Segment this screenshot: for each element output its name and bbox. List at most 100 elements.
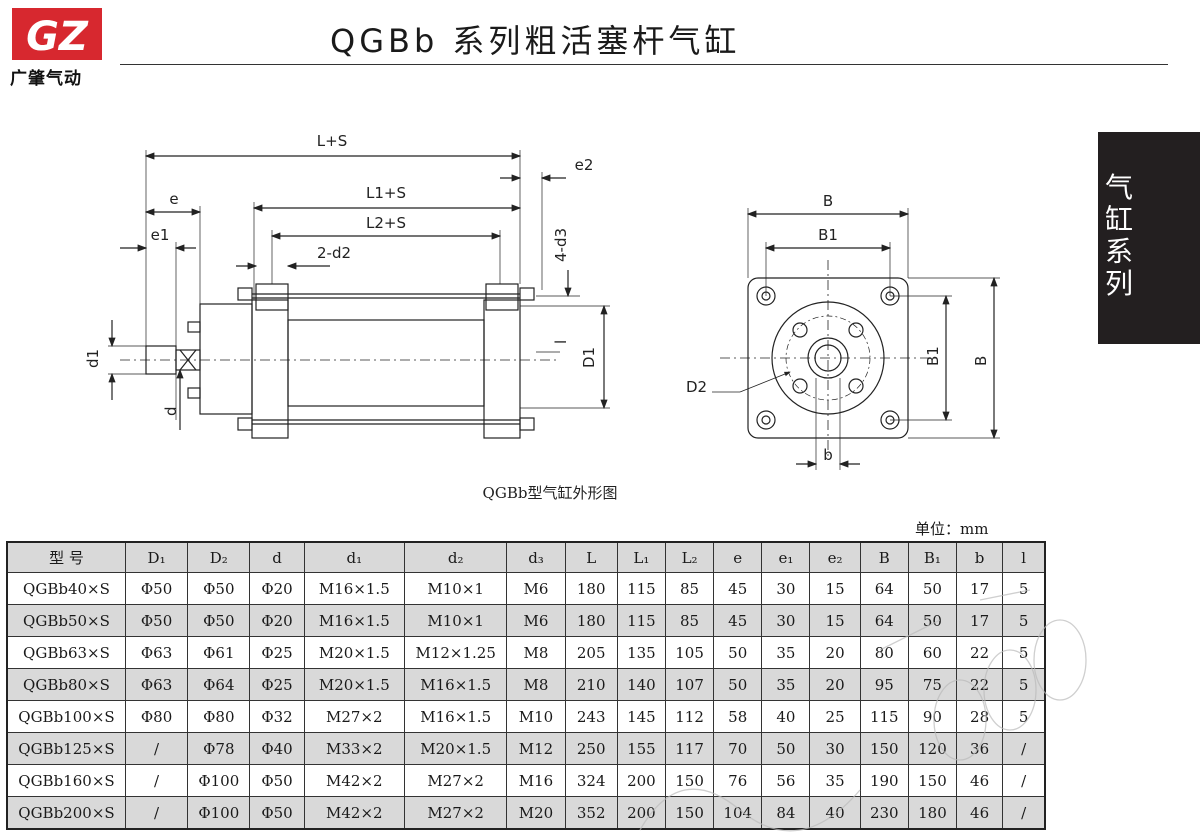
dim-b: b [823, 446, 833, 464]
dim-d: d [162, 406, 180, 416]
table-cell: M27×2 [303, 700, 406, 733]
unit-label: 单位：mm [915, 520, 989, 538]
table-cell: 95 [859, 668, 909, 701]
table-cell: 80 [859, 636, 909, 669]
column-header: d₂ [403, 541, 508, 573]
rear-flange [483, 299, 521, 439]
table-cell: 85 [664, 604, 715, 637]
column-header: B₁ [907, 541, 958, 573]
table-cell: 30 [809, 732, 861, 765]
model-cell: QGBb160×S [6, 764, 126, 797]
table-cell: / [124, 764, 189, 797]
column-header: e [713, 541, 763, 573]
table-cell: Φ50 [124, 572, 189, 605]
table-cell: 205 [564, 636, 618, 669]
table-cell: 58 [713, 700, 763, 733]
table-cell: 90 [907, 700, 958, 733]
table-cell: M12×1.25 [403, 636, 508, 669]
model-cell: QGBb100×S [6, 700, 126, 733]
dim-L2+S: L2+S [366, 214, 406, 232]
table-cell: 145 [616, 700, 666, 733]
table-cell: 20 [809, 636, 861, 669]
table-cell: Φ80 [124, 700, 189, 733]
table-cell: 120 [907, 732, 958, 765]
table-cell: 352 [564, 796, 618, 830]
table-cell: Φ50 [187, 572, 251, 605]
table-cell: 35 [761, 636, 811, 669]
table-cell: 115 [616, 572, 666, 605]
dim-e2: e2 [575, 156, 594, 174]
table-cell: M16×1.5 [303, 604, 406, 637]
column-header: b [956, 541, 1004, 573]
figure-caption: QGBb型气缸外形图 [482, 484, 618, 502]
model-cell: QGBb80×S [6, 668, 126, 701]
column-header: L₂ [664, 541, 715, 573]
table-cell: 30 [761, 572, 811, 605]
column-header: B [859, 541, 909, 573]
table-cell: M16×1.5 [403, 668, 508, 701]
table-cell: 35 [809, 764, 861, 797]
table-cell: Φ100 [187, 764, 251, 797]
table-cell: 15 [809, 572, 861, 605]
table-cell: Φ50 [124, 604, 189, 637]
table-cell: Φ80 [187, 700, 251, 733]
page-title: QGBb 系列粗活塞杆气缸 [330, 22, 741, 60]
side-category-tab: 气缸系列 [1098, 132, 1200, 344]
table-cell: M10 [506, 700, 566, 733]
table-cell: 75 [907, 668, 958, 701]
barrel [287, 319, 485, 407]
table-cell: / [1002, 764, 1046, 797]
table-cell: 46 [956, 796, 1004, 830]
table-cell: Φ20 [249, 572, 305, 605]
table-cell: 150 [907, 764, 958, 797]
table-cell: Φ50 [249, 796, 305, 830]
table-cell: 50 [907, 572, 958, 605]
table-cell: 20 [809, 668, 861, 701]
dim-L+S: L+S [317, 132, 347, 150]
table-cell: M6 [506, 572, 566, 605]
table-cell: 76 [713, 764, 763, 797]
table-cell: 243 [564, 700, 618, 733]
side-tab-label: 气缸系列 [1104, 171, 1133, 300]
table-cell: 15 [809, 604, 861, 637]
column-header: D₁ [124, 541, 189, 573]
dim-e1: e1 [151, 226, 170, 244]
table-cell: 50 [713, 636, 763, 669]
table-cell: 112 [664, 700, 715, 733]
table-cell: 180 [907, 796, 958, 830]
table-cell: 210 [564, 668, 618, 701]
table-cell: M20×1.5 [303, 636, 406, 669]
table-cell: M10×1 [403, 572, 508, 605]
logo-letters: GZ [26, 14, 89, 60]
table-cell: 150 [664, 796, 715, 830]
table-cell: M20×1.5 [303, 668, 406, 701]
port-front [255, 283, 289, 311]
model-cell: QGBb40×S [6, 572, 126, 605]
table-cell: M12 [506, 732, 566, 765]
table-cell: 25 [809, 700, 861, 733]
table-cell: 50 [761, 732, 811, 765]
column-header: 型 号 [6, 541, 126, 573]
table-cell: 64 [859, 572, 909, 605]
table-cell: M42×2 [303, 764, 406, 797]
dim-D1: D1 [580, 347, 598, 368]
table-cell: 140 [616, 668, 666, 701]
table-cell: 50 [713, 668, 763, 701]
table-cell: 28 [956, 700, 1004, 733]
company-logo: GZ [12, 8, 102, 60]
model-cell: QGBb200×S [6, 796, 126, 830]
table-cell: / [1002, 796, 1046, 830]
front-cap [199, 303, 253, 415]
table-cell: / [124, 796, 189, 830]
table-cell: Φ50 [187, 604, 251, 637]
table-cell: 5 [1002, 604, 1046, 637]
table-cell: 45 [713, 572, 763, 605]
table-cell: / [1002, 732, 1046, 765]
table-cell: Φ100 [187, 796, 251, 830]
dim-d1: d1 [84, 349, 102, 368]
